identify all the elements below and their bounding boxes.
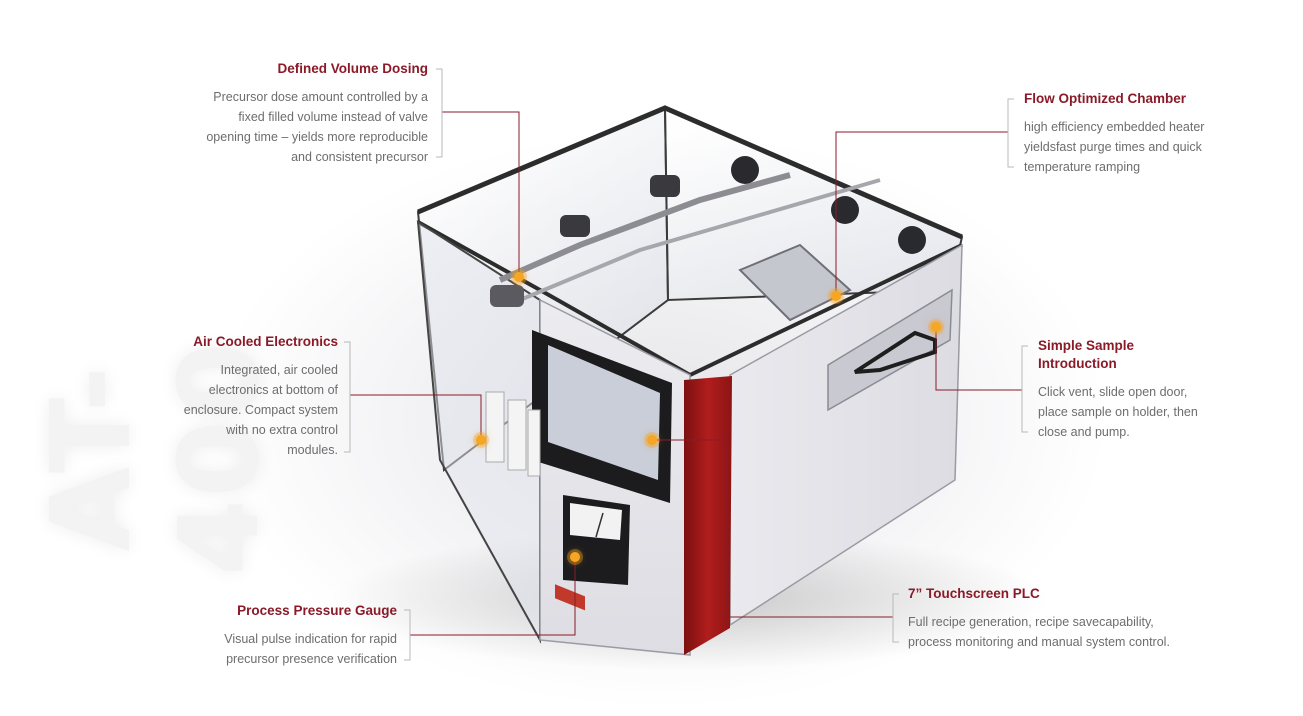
gas-line-2	[519, 178, 881, 302]
hotspot-gauge[interactable]	[570, 552, 580, 562]
callout-plc: 7” Touchscreen PLC Full recipe generatio…	[908, 585, 1188, 652]
leader-dosing	[442, 111, 520, 277]
hotspot-electronics[interactable]	[476, 435, 486, 445]
gas-line	[498, 172, 791, 283]
hotspot-chamber[interactable]	[831, 291, 841, 301]
callout-sample-text: Click vent, slide open door, place sampl…	[1038, 385, 1198, 439]
valve-1	[650, 175, 680, 197]
fan-3	[898, 226, 926, 254]
callout-dosing-text: Precursor dose amount controlled by a fi…	[206, 90, 428, 164]
gauge-face	[570, 503, 622, 540]
leader-sample	[935, 327, 1022, 391]
hotspot-plc[interactable]	[647, 435, 657, 445]
hotspot-dosing[interactable]	[514, 272, 524, 282]
red-pillar	[684, 376, 732, 655]
callout-sample: Simple Sample Introduction Click vent, s…	[1038, 337, 1208, 442]
leader-gauge	[410, 557, 576, 636]
callout-gauge-text: Visual pulse indication for rapid precur…	[224, 632, 397, 666]
touchscreen-display	[548, 345, 660, 480]
callout-chamber-title: Flow Optimized Chamber	[1024, 91, 1187, 106]
callout-plc-title: 7” Touchscreen PLC	[908, 586, 1040, 601]
top-front-frame	[417, 220, 963, 378]
electronics-module-3	[527, 409, 541, 477]
callout-electronics-title: Air Cooled Electronics	[193, 334, 338, 349]
leader-electronics	[350, 394, 482, 440]
callout-dosing-title: Defined Volume Dosing	[277, 61, 428, 76]
valve-3	[490, 285, 524, 307]
hotspot-sample[interactable]	[931, 322, 941, 332]
valve-2	[560, 215, 590, 237]
sample-handle	[853, 330, 937, 374]
callout-gauge-title: Process Pressure Gauge	[237, 603, 397, 618]
callout-dosing: Defined Volume Dosing Precursor dose amo…	[196, 60, 428, 167]
fan-2	[831, 196, 859, 224]
callout-chamber: Flow Optimized Chamber high efficiency e…	[1024, 90, 1214, 177]
electronics-module-2	[507, 399, 527, 471]
callout-gauge: Process Pressure Gauge Visual pulse indi…	[200, 602, 397, 669]
callout-plc-text: Full recipe generation, recipe savecapab…	[908, 615, 1170, 649]
touchscreen-button	[555, 584, 585, 611]
gauge-needle	[595, 512, 604, 538]
callout-sample-title: Simple Sample Introduction	[1038, 338, 1135, 371]
callout-electronics-text: Integrated, air cooled electronics at bo…	[183, 363, 338, 457]
callout-brackets	[344, 68, 1028, 661]
leader-plc	[652, 439, 893, 618]
leader-lines	[350, 111, 1022, 636]
reaction-chamber	[738, 243, 852, 322]
leader-chamber	[835, 131, 1008, 296]
callout-electronics: Air Cooled Electronics Integrated, air c…	[178, 333, 338, 460]
top-frame	[417, 105, 963, 240]
callout-chamber-text: high efficiency embedded heater yieldsfa…	[1024, 120, 1205, 174]
fan-1	[731, 156, 759, 184]
electronics-module-1	[485, 391, 505, 463]
